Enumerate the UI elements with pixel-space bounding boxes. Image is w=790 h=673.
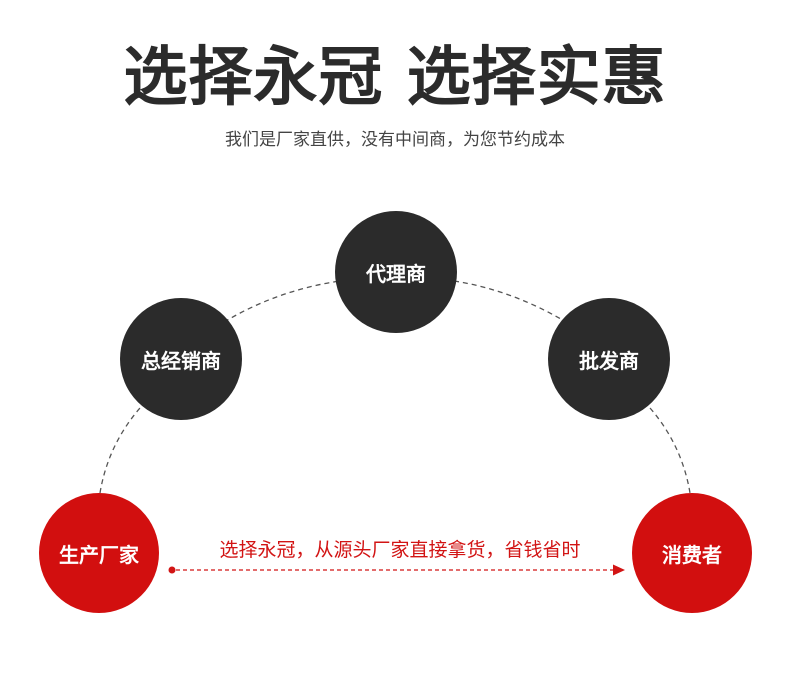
node-consumer: 消费者 [632, 493, 752, 613]
arc-distributor-to-agent [223, 280, 341, 323]
direct-path-arrowhead [613, 564, 625, 576]
page-title: 选择永冠 选择实惠 [123, 41, 667, 115]
direct-path-start-dot [168, 566, 176, 574]
arc-wholesaler-to-consumer [649, 407, 691, 494]
direct-path-label: 选择永冠，从源头厂家直接拿货，省钱省时 [219, 539, 581, 561]
node-consumer-label: 消费者 [662, 542, 722, 567]
arc-agent-to-wholesaler [453, 280, 567, 323]
node-general-distributor-label: 总经销商 [141, 348, 221, 373]
node-wholesaler-label: 批发商 [579, 348, 639, 373]
node-manufacturer-label: 生产厂家 [59, 542, 139, 567]
arc-manufacturer-to-distributor [99, 407, 141, 494]
node-manufacturer: 生产厂家 [39, 493, 159, 613]
node-general-distributor: 总经销商 [120, 298, 242, 420]
page-subtitle: 我们是厂家直供，没有中间商，为您节约成本 [225, 130, 565, 150]
node-wholesaler: 批发商 [548, 298, 670, 420]
node-agent: 代理商 [335, 211, 457, 333]
node-agent-label: 代理商 [366, 261, 426, 286]
